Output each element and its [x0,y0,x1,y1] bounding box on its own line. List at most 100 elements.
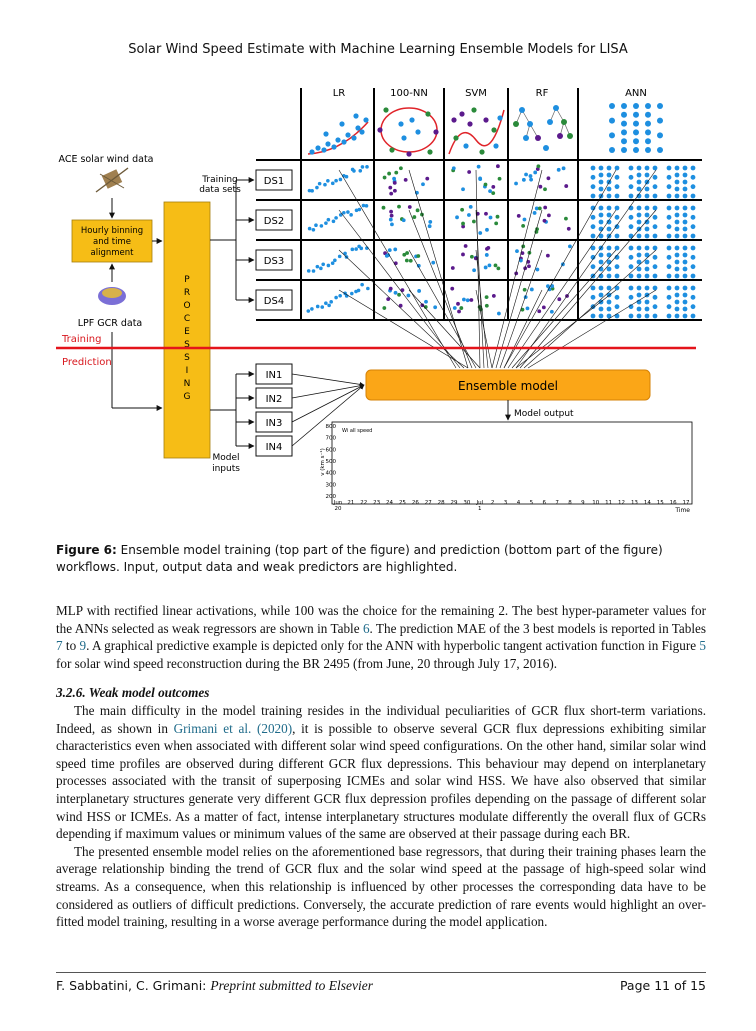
ann-node [682,306,688,312]
inset-x-tick: 7 [555,500,559,506]
scatter-point [529,177,533,182]
col-label-lr: LR [333,88,346,99]
scatter-point [463,244,468,248]
ann-node [614,304,620,310]
scatter-point [392,176,396,181]
ann-node [590,264,596,270]
ann-node [590,205,596,211]
ann-node [633,138,639,145]
ann-node [674,252,680,258]
processing-letter: C [184,314,190,324]
ann-node [621,138,627,145]
scatter-point [350,247,355,252]
ann-node [590,313,596,319]
dataset-box-1 [255,169,293,191]
ann-node [645,147,651,153]
ann-node [652,254,658,260]
scatter-point [416,263,421,268]
scatter-point [393,247,398,252]
ann-node [598,233,604,239]
inset-x-tick: 22 [360,500,367,506]
ann-node [644,306,650,312]
scatter-point [334,178,338,183]
ann-node [606,266,612,272]
ann-node [614,313,620,319]
scatter-point [469,298,474,302]
ann-node [682,205,688,211]
training-arrow [338,209,461,369]
scatter-point [326,179,330,183]
ann-node [657,147,663,153]
ann-node [690,245,696,251]
ann-node [614,233,620,239]
inset-x-tick: 3 [504,500,508,506]
scatter-point [528,174,533,178]
ann-node [636,205,642,211]
scatter-point [319,266,323,271]
scatter-point [342,210,346,215]
table-ref-7[interactable]: 7 [56,638,63,654]
ann-node [674,172,680,178]
ann-node [636,165,642,171]
scatter-point [387,248,392,253]
ann-node [674,285,680,291]
processing-letter: S [184,353,190,363]
ann-node [682,212,688,218]
ann-node [598,285,604,291]
ann-node [628,193,634,199]
ann-node [590,184,596,190]
ann-illustration [609,103,663,153]
scatter-point [467,213,471,217]
footer-venue: Preprint submitted to Elsevier [210,978,373,993]
footer-rule [56,972,706,973]
dataset-box-4 [255,289,293,311]
scatter-point [521,177,526,182]
ann-node [606,252,612,258]
scatter-point [338,293,342,298]
ann-node [666,224,672,230]
ann-node [682,313,688,319]
scatter-point [457,309,461,314]
scatter-point [360,282,364,287]
ann-node [682,273,688,279]
scatter-point [476,164,481,169]
ann-node [652,264,658,270]
hourly-box-line2: and time [93,237,131,247]
table-ref-9[interactable]: 9 [79,638,87,654]
scatter-point [330,261,335,266]
citation-grimani-2020[interactable]: Grimani et al. (2020) [173,720,293,736]
ann-node [666,174,672,180]
ann-node [682,252,688,258]
figure-ref-5[interactable]: 5 [699,638,706,654]
training-arrow [408,209,473,369]
inset-x-tick: 14 [644,500,651,506]
ann-node [590,174,596,180]
training-arrow [527,289,657,369]
ann-node [652,205,658,211]
ann-node [628,233,634,239]
body-text: MLP with rectified linear activations, w… [56,602,706,931]
ann-node [644,285,650,291]
ann-node [606,212,612,218]
training-arrow [491,169,543,369]
scatter-point [557,297,562,302]
scatter-point [484,295,489,300]
scatter-point [393,261,398,266]
ann-node [633,120,639,127]
ann-node [657,103,663,109]
processing-letter: R [184,288,190,298]
ann-node [690,184,696,190]
inset-x-tick: 29 [451,500,458,506]
scatter-point [522,287,527,292]
ann-node [666,214,672,220]
scatter-point [401,218,406,223]
inset-y-tick: 400 [326,471,337,477]
ann-node [682,219,688,225]
ann-node [644,313,650,319]
table-ref-6[interactable]: 6 [362,620,370,636]
ann-node [682,165,688,171]
scatter-point [566,226,571,231]
ann-node [636,273,642,279]
scatter-point [488,215,493,220]
training-arrow [408,249,477,369]
